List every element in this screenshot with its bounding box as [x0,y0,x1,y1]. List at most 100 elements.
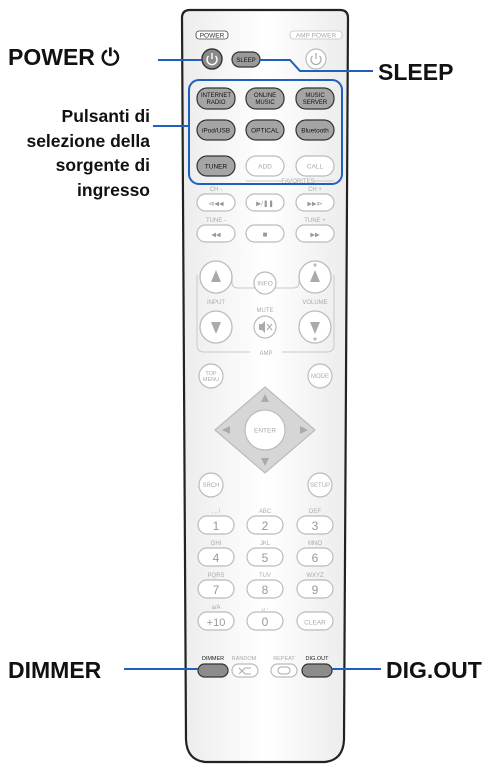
dpad-left-icon [222,426,230,434]
amp-power-label-frame [289,30,343,40]
power-callout: POWER ⏻ [8,44,120,70]
internet-radio-label-2: RADIO [206,100,225,106]
digout-callout: DIG.OUT [386,657,482,683]
sleep-callout-line [260,59,373,72]
amp-power-label: AMP POWER [296,33,337,40]
key-0-sub: ␣ , [261,605,268,611]
key-6-label: 6 [312,551,319,565]
setup-button[interactable] [307,472,333,498]
prev-button[interactable] [196,193,236,212]
dimmer-button[interactable] [197,663,229,678]
favorites-label: FAVORITES [281,179,314,185]
ch-plus-label: CH + [308,187,322,193]
amp-power-icon [310,53,322,66]
key-7[interactable] [197,579,235,599]
info-button[interactable] [253,271,277,295]
add-button[interactable] [245,155,285,177]
key-6[interactable] [296,547,334,567]
optical-button[interactable] [245,119,285,141]
ipod-usb-button[interactable] [196,119,236,141]
tuner-button[interactable] [196,155,236,177]
online-music-button[interactable] [245,87,285,110]
enter-button[interactable] [244,409,286,451]
dimmer-callout: DIMMER [8,657,102,683]
search-label: SRCH [202,483,219,489]
next-button[interactable] [295,193,335,212]
clear-button[interactable] [296,611,334,631]
random-button[interactable] [231,663,259,678]
enter-label: ENTER [254,428,276,435]
play-pause-button[interactable] [245,193,285,212]
power-icon [206,53,218,66]
key-2-label: 2 [262,519,269,533]
stop-button[interactable] [245,224,285,243]
number-pad: . , / ABC DEF 1 2 3 GHI JKL MNO 4 5 6 PQ… [197,509,334,631]
key-7-sub: PQRS [207,573,224,579]
digout-remote-label: DIG.OUT [306,656,330,662]
dpad-up-icon [261,394,269,402]
search-button[interactable] [198,472,224,498]
key-0[interactable] [246,611,284,631]
key-0-label: 0 [262,615,269,629]
internet-radio-button[interactable] [196,87,236,110]
key-10[interactable] [197,611,235,631]
tuner-label: TUNER [205,164,228,171]
play-pause-icon: ▶/❚❚ [256,200,274,208]
rewind-button[interactable] [196,224,236,243]
key-10-sub: a/A [211,605,220,611]
call-button[interactable] [295,155,335,177]
clear-label: CLEAR [304,620,326,627]
ipod-usb-label: iPod/USB [202,128,230,135]
mode-button[interactable] [307,363,333,389]
key-8-sub: TUV [259,573,271,579]
info-label: INFO [257,281,273,288]
key-9-label: 9 [312,583,319,597]
fast-forward-icon: ▶▶ [310,233,320,239]
source-callout-line-2: selezione della [26,130,150,151]
key-9[interactable] [296,579,334,599]
music-server-button[interactable] [295,87,335,110]
rewind-icon: ◀◀ [211,233,221,239]
source-callout-line-1: Pulsanti di [61,106,150,126]
key-4[interactable] [197,547,235,567]
next-icon: ▶▶⧐ [307,202,322,208]
key-2[interactable] [246,515,284,535]
music-server-label-2: SERVER [303,100,328,106]
key-6-sub: MNO [308,541,322,547]
key-8-label: 8 [262,583,269,597]
power-label: POWER [200,33,225,40]
tune-minus-label: TUNE - [206,218,226,224]
key-8[interactable] [246,579,284,599]
repeat-button[interactable] [270,663,298,678]
input-down-icon [211,322,221,334]
key-3-label: 3 [312,519,319,533]
key-5-label: 5 [262,551,269,565]
add-label: ADD [258,164,272,171]
key-1[interactable] [197,515,235,535]
key-5[interactable] [246,547,284,567]
input-label: INPUT [207,300,225,306]
digout-button[interactable] [301,663,333,678]
input-up-icon [211,270,221,282]
key-4-label: 4 [213,551,220,565]
dimmer-remote-label: DIMMER [202,656,224,662]
source-callout-line-4: ingresso [77,179,150,200]
volume-label: VOLUME [302,300,327,306]
bluetooth-button[interactable] [295,119,335,141]
key-3[interactable] [296,515,334,535]
shuffle-icon [238,667,251,675]
source-callout-line-3: sorgente di [55,155,150,175]
key-5-sub: JKL [260,541,271,547]
key-2-sub: ABC [259,509,272,515]
mode-label: MODE [311,374,329,380]
prev-icon: ⧏◀◀ [208,202,224,208]
key-7-label: 7 [213,583,220,597]
sleep-button-label: SLEEP [236,58,255,64]
key-3-sub: DEF [309,509,321,515]
repeat-icon [277,666,291,675]
key-9-sub: WXYZ [306,573,324,579]
top-menu-button[interactable] [198,363,224,389]
key-1-label: 1 [213,519,220,533]
fast-forward-button[interactable] [295,224,335,243]
